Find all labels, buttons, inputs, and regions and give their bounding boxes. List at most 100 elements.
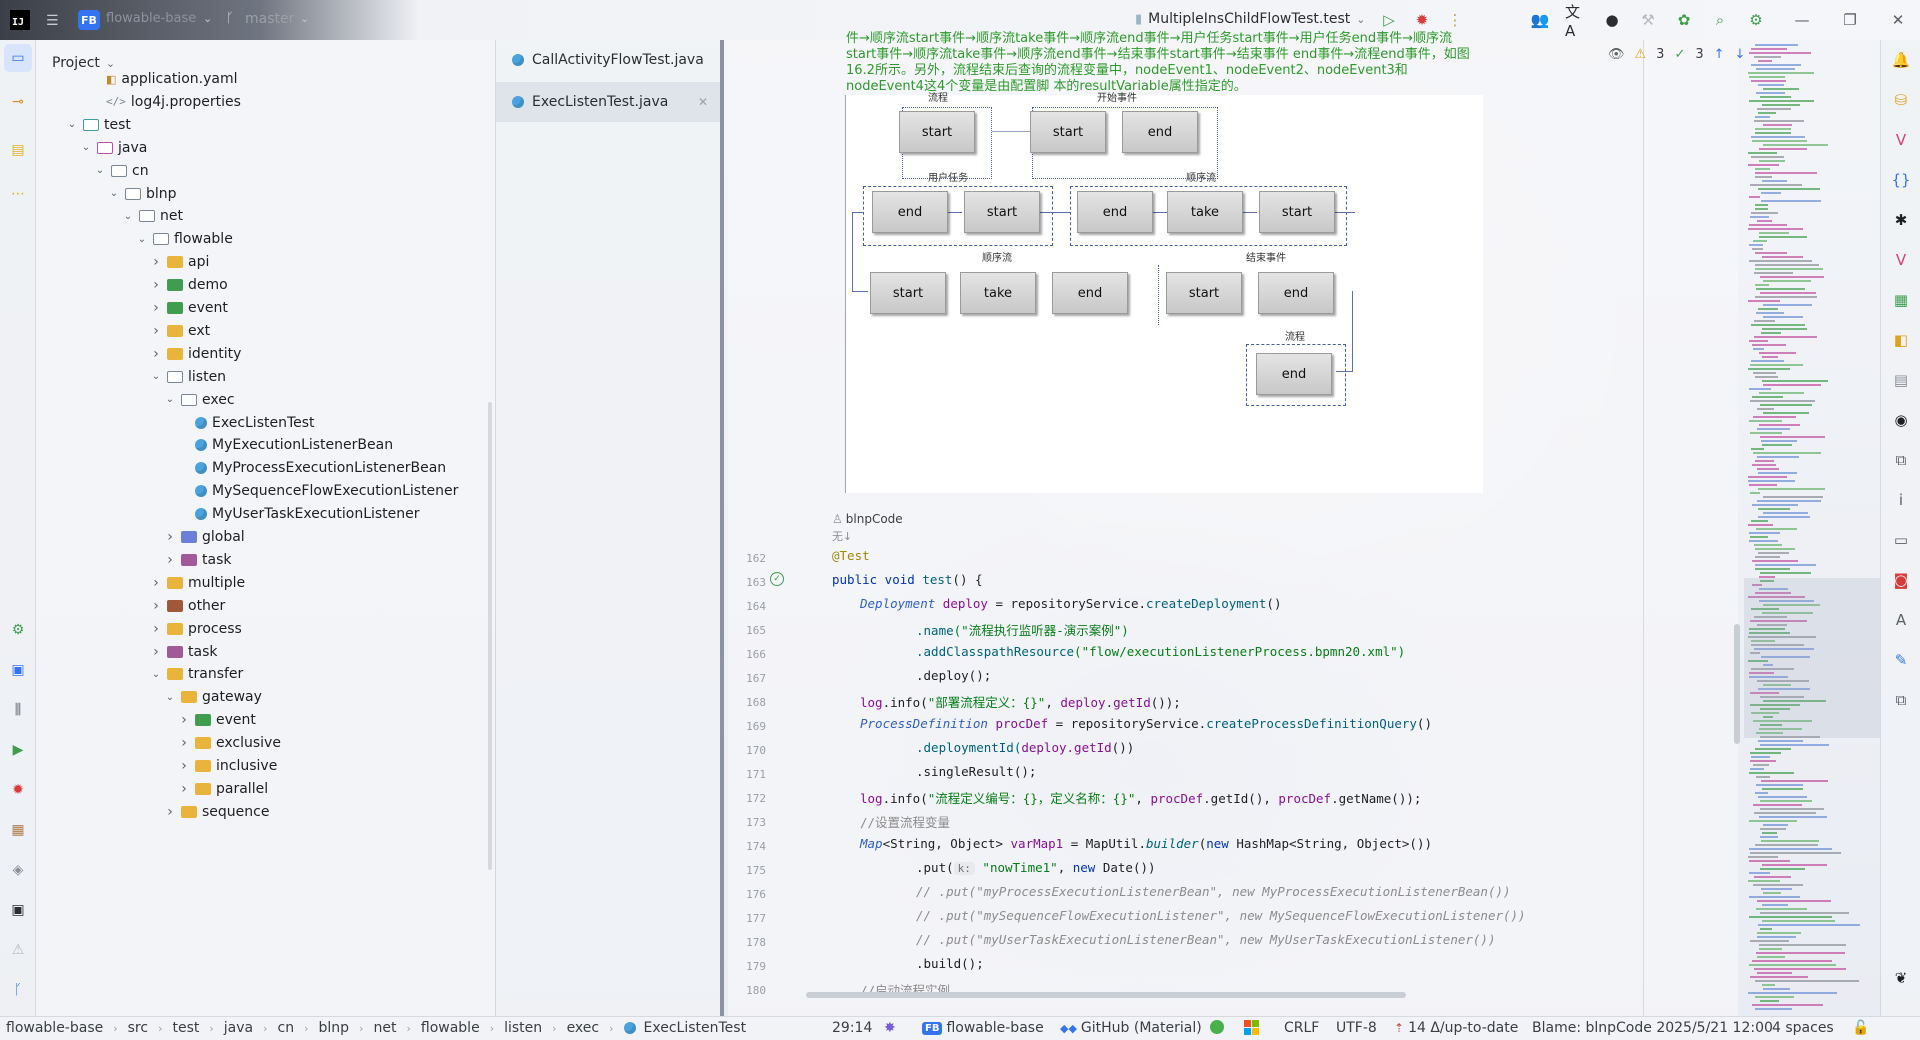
hierarchy-icon[interactable]: ⧉ — [1895, 451, 1907, 469]
main-menu-icon[interactable]: ☰ — [46, 13, 59, 29]
previous-highlight-icon[interactable]: ↑ — [1713, 47, 1725, 62]
indent-setting[interactable]: 4 spaces — [1772, 1020, 1834, 1036]
chevron-down-icon[interactable]: ⌄ — [165, 394, 175, 406]
tree-item[interactable]: ›inclusive — [178, 753, 277, 779]
run-icon[interactable]: ▷ — [1383, 11, 1395, 29]
tree-item[interactable]: ›task — [164, 547, 231, 573]
next-highlight-icon[interactable]: ↓ — [1734, 47, 1746, 62]
code-line[interactable]: public void test() { — [832, 572, 983, 587]
info-icon[interactable]: i — [1898, 491, 1904, 509]
more-tools-icon[interactable]: ⋯ — [11, 186, 25, 202]
translate-icon[interactable]: 文A — [1565, 2, 1581, 40]
chevron-right-icon[interactable]: › — [153, 620, 159, 637]
restore-icon[interactable]: ❐ — [1843, 11, 1857, 29]
chevron-down-icon[interactable]: ⌄ — [123, 210, 133, 222]
code-line[interactable]: .deploy(); — [916, 668, 991, 683]
tab-execlistentest[interactable]: ExecListenTest.java ✕ — [496, 82, 720, 122]
tree-item[interactable]: MySequenceFlowExecutionListener — [195, 478, 458, 504]
author-hint[interactable]: ♙ blnpCode — [832, 512, 903, 526]
chevron-down-icon[interactable]: ⌄ — [137, 233, 147, 245]
code-line[interactable]: // .put("myProcessExecutionListenerBean"… — [916, 884, 1511, 899]
run-tool-icon[interactable]: ▶ — [12, 742, 24, 758]
breadcrumb-item[interactable]: test — [172, 1020, 200, 1036]
project-name[interactable]: flowable-base — [106, 11, 197, 26]
tree-item[interactable]: ⌄test — [66, 112, 131, 138]
code-with-me-icon[interactable]: 👥 — [1530, 11, 1550, 29]
breadcrumb-item[interactable]: blnp — [318, 1020, 350, 1036]
code-line[interactable]: log.info("流程定义编号：{}，定义名称：{}", procDef.ge… — [860, 788, 1421, 807]
more-actions-icon[interactable]: ⋮ — [1447, 11, 1463, 29]
tree-item[interactable]: ⌄blnp — [108, 181, 177, 207]
code-line[interactable]: .name("流程执行监听器-演示案例") — [916, 620, 1129, 639]
tree-item[interactable]: ›parallel — [178, 776, 268, 802]
breadcrumb-item[interactable]: java — [223, 1020, 254, 1036]
breadcrumb-item[interactable]: exec — [566, 1020, 600, 1036]
tree-item[interactable]: ›exclusive — [178, 730, 281, 756]
chevron-right-icon[interactable]: › — [181, 780, 187, 797]
tree-item[interactable]: ›task — [150, 639, 217, 665]
breadcrumb-item[interactable]: flowable-base — [6, 1020, 104, 1036]
ai-assistant-icon[interactable]: ✿ — [1677, 11, 1691, 29]
code-line[interactable]: Deployment deploy = repositoryService.cr… — [860, 596, 1281, 611]
code-line[interactable]: //设置流程变量 — [860, 812, 950, 831]
debug-icon[interactable]: ✹ — [1415, 11, 1429, 29]
chevron-right-icon[interactable]: › — [153, 254, 159, 271]
code-minimap[interactable] — [1744, 40, 1880, 1016]
sql-icon[interactable]: ▤ — [1893, 371, 1909, 389]
edit-icon[interactable]: ✎ — [1894, 651, 1908, 669]
reader-mode-icon[interactable]: 👁 — [1608, 47, 1625, 62]
structure-icon[interactable]: ▤ — [11, 142, 25, 158]
breadcrumb-item[interactable]: cn — [277, 1020, 295, 1036]
project-panel-header[interactable]: Project ⌄ — [52, 55, 115, 71]
chevron-down-icon[interactable]: ⌄ — [109, 188, 119, 199]
breadcrumb-item[interactable]: ExecListenTest — [643, 1020, 747, 1036]
code-line[interactable]: .deploymentId(deploy.getId()) — [916, 740, 1134, 755]
layers-icon[interactable]: ◈ — [12, 862, 24, 878]
vcs-status[interactable]: ⇡ 14 Δ/up-to-date — [1394, 1020, 1518, 1036]
chevron-down-icon[interactable]: ⌄ — [151, 371, 161, 383]
inspection-widget[interactable]: 👁 ⚠ 3 ✓ 3 ↑ ↓ — [1608, 47, 1745, 62]
tree-item[interactable]: ›multiple — [150, 570, 245, 596]
tree-item[interactable]: ⌄exec — [164, 387, 235, 413]
problems-icon[interactable]: ⚠ — [11, 942, 25, 958]
tree-item[interactable]: ›sequence — [164, 799, 269, 825]
horizontal-scrollbar[interactable] — [806, 992, 1406, 998]
project-tool-icon[interactable]: ▭ — [4, 44, 32, 72]
test-passed-icon[interactable]: ✓ — [770, 572, 784, 586]
code-line[interactable]: .singleResult(); — [916, 764, 1036, 779]
chevron-down-icon[interactable]: ⌄ — [81, 142, 91, 154]
chevron-right-icon[interactable]: › — [153, 322, 159, 339]
tree-item[interactable]: ⌄transfer — [150, 661, 244, 687]
maven-icon[interactable]: ✱ — [1894, 211, 1908, 229]
project-badge[interactable]: FB — [78, 10, 100, 30]
chevron-right-icon[interactable]: › — [167, 803, 173, 820]
grid-icon[interactable]: ▦ — [1893, 291, 1909, 309]
comments-icon[interactable]: ▣ — [11, 662, 25, 678]
breadcrumb-item[interactable]: net — [373, 1020, 397, 1036]
mascot-icon[interactable]: ❦ — [1894, 969, 1908, 987]
vue-icon[interactable]: V — [1895, 131, 1907, 149]
chevron-right-icon[interactable]: › — [181, 735, 187, 752]
leetcode-icon[interactable]: ◙ — [1893, 571, 1909, 589]
tree-item[interactable]: ⌄cn — [94, 158, 149, 184]
services-icon[interactable]: ⚙ — [11, 622, 25, 638]
tree-item[interactable]: ⌄flowable — [136, 226, 233, 252]
breadcrumb-item[interactable]: listen — [504, 1020, 543, 1036]
close-tab-icon[interactable]: ✕ — [697, 95, 708, 109]
tree-item[interactable]: ›event — [150, 295, 228, 321]
code-line[interactable]: .addClasspathResource("flow/executionLis… — [916, 644, 1405, 659]
chevron-right-icon[interactable]: › — [181, 712, 187, 729]
tree-scrollbar[interactable] — [488, 402, 492, 870]
database-icon[interactable]: ▦ — [11, 822, 25, 838]
breadcrumb-item[interactable]: flowable — [420, 1020, 480, 1036]
code-line[interactable]: Map<String, Object> varMap1 = MapUtil.bu… — [860, 836, 1432, 851]
tree-item[interactable]: ›demo — [150, 272, 228, 298]
settings-icon[interactable]: ⚙ — [1749, 11, 1763, 29]
lock-icon[interactable]: 🔓 — [1852, 1020, 1870, 1036]
chevron-right-icon[interactable]: › — [153, 300, 159, 316]
project-status[interactable]: FB flowable-base — [922, 1020, 1044, 1036]
chevron-right-icon[interactable]: › — [153, 643, 159, 660]
endpoints-icon[interactable]: ⫼ — [14, 702, 22, 718]
search-icon[interactable]: ⌕ — [1715, 11, 1725, 29]
tree-item[interactable]: ⌄listen — [150, 364, 226, 390]
